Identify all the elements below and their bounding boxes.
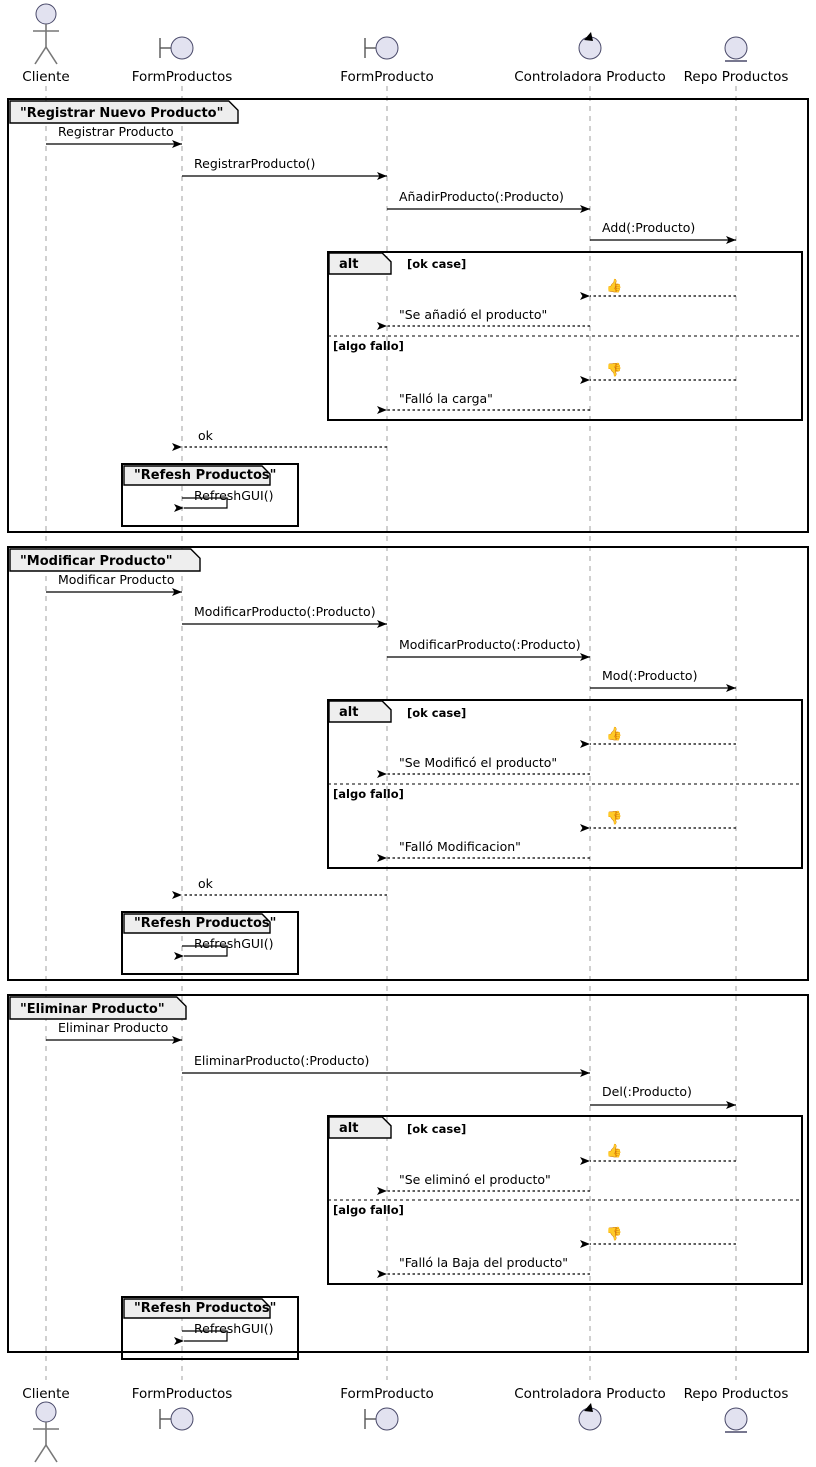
participant-label-formproducto[interactable]: FormProducto — [340, 69, 434, 85]
footer-participant-label-formproductos[interactable]: FormProductos — [132, 1386, 233, 1402]
thumbs-up-icon-group-eliminar-0: 👍 — [606, 1143, 622, 1159]
nested-tab-group-registrar: "Refesh Productos" — [123, 465, 276, 486]
self-message-arrow-group-registrar[interactable] — [174, 497, 228, 512]
nested-tab-group-eliminar: "Refesh Productos" — [123, 1298, 276, 1319]
alt-guard-group-eliminar-1: [algo fallo] — [333, 1203, 404, 1217]
message-label-group-eliminar-1: EliminarProducto(:Producto) — [194, 1053, 369, 1068]
message-label-group-eliminar-2: Del(:Producto) — [602, 1084, 692, 1099]
nested-tab-group-registrar-label: "Refesh Productos" — [134, 468, 276, 483]
alt-guard-group-modificar-0: [ok case] — [407, 706, 466, 720]
group-tab-group-eliminar: "Eliminar Producto" — [9, 996, 187, 1020]
message-label-group-modificar-0: Modificar Producto — [58, 572, 174, 587]
message-label-group-registrar-0: Registrar Producto — [58, 124, 174, 139]
alt-guard-group-registrar-1: [algo fallo] — [333, 339, 404, 353]
alt-tab-group-eliminar: alt — [328, 1116, 392, 1139]
alt-guard-group-eliminar-0: [ok case] — [407, 1122, 466, 1136]
entity-icon — [724, 1407, 748, 1433]
alt-tab-group-modificar: alt — [328, 700, 392, 723]
message-label-group-registrar-3: Add(:Producto) — [602, 220, 695, 235]
alt-return-label-group-registrar-3: "Falló la carga" — [399, 391, 493, 406]
alt-tab-group-eliminar-label: alt — [339, 1121, 358, 1136]
boundary-icon — [159, 1407, 194, 1431]
alt-return-label-group-modificar-1: "Se Modificó el producto" — [399, 755, 557, 770]
group-tab-group-registrar: "Registrar Nuevo Producto" — [9, 100, 239, 124]
nested-tab-group-modificar-label: "Refesh Productos" — [134, 916, 276, 931]
nested-tab-group-eliminar-label: "Refesh Productos" — [134, 1301, 276, 1316]
alt-return-label-group-eliminar-1: "Se eliminó el producto" — [399, 1172, 551, 1187]
alt-return-label-group-registrar-1: "Se añadió el producto" — [399, 307, 547, 322]
group-tab-group-registrar-label: "Registrar Nuevo Producto" — [20, 106, 223, 121]
participant-label-cliente[interactable]: Cliente — [22, 69, 69, 85]
group-frame-group-modificar — [7, 546, 809, 981]
message-label-group-modificar-2: ModificarProducto(:Producto) — [399, 637, 581, 652]
nested-frame-group-registrar — [121, 463, 299, 527]
message-label-group-registrar-2: AñadirProducto(:Producto) — [399, 189, 564, 204]
self-message-arrow-group-modificar[interactable] — [174, 945, 228, 960]
alt-tab-group-registrar: alt — [328, 252, 392, 275]
footer-participant-label-cliente[interactable]: Cliente — [22, 1386, 69, 1402]
control-icon — [578, 32, 602, 60]
footer-participant-label-repo[interactable]: Repo Productos — [684, 1386, 789, 1402]
thumbs-up-icon-group-modificar-0: 👍 — [606, 726, 622, 742]
entity-icon — [724, 36, 748, 62]
boundary-icon — [364, 36, 399, 60]
participant-label-formproductos[interactable]: FormProductos — [132, 69, 233, 85]
actor-icon — [33, 3, 59, 65]
group-frame-group-registrar — [7, 98, 809, 533]
thumbs-up-icon-group-registrar-0: 👍 — [606, 278, 622, 294]
ok-return-label-group-registrar: ok — [198, 428, 214, 443]
group-tab-group-modificar-label: "Modificar Producto" — [20, 554, 173, 569]
boundary-icon — [364, 1407, 399, 1431]
footer-participant-label-formproducto[interactable]: FormProducto — [340, 1386, 434, 1402]
nested-frame-group-modificar — [121, 911, 299, 975]
self-message-label-group-eliminar: RefreshGUI() — [194, 1321, 273, 1336]
thumbs-down-icon-group-registrar-2: 👎 — [606, 362, 622, 378]
participant-label-repo[interactable]: Repo Productos — [684, 69, 789, 85]
control-icon — [578, 1403, 602, 1431]
alt-tab-group-modificar-label: alt — [339, 705, 358, 720]
group-frame-group-eliminar — [7, 994, 809, 1353]
message-label-group-eliminar-0: Eliminar Producto — [58, 1020, 168, 1035]
ok-return-label-group-modificar: ok — [198, 876, 214, 891]
self-message-arrow-group-eliminar[interactable] — [174, 1330, 228, 1345]
group-tab-group-modificar: "Modificar Producto" — [9, 548, 201, 572]
message-label-group-modificar-3: Mod(:Producto) — [602, 668, 697, 683]
self-message-label-group-modificar: RefreshGUI() — [194, 936, 273, 951]
message-label-group-modificar-1: ModificarProducto(:Producto) — [194, 604, 376, 619]
nested-frame-group-eliminar — [121, 1296, 299, 1360]
alt-return-label-group-eliminar-3: "Falló la Baja del producto" — [399, 1255, 568, 1270]
footer-participant-label-controladora[interactable]: Controladora Producto — [514, 1386, 666, 1402]
alt-tab-group-registrar-label: alt — [339, 257, 358, 272]
thumbs-down-icon-group-eliminar-2: 👎 — [606, 1226, 622, 1242]
nested-tab-group-modificar: "Refesh Productos" — [123, 913, 276, 934]
group-tab-group-eliminar-label: "Eliminar Producto" — [20, 1002, 165, 1017]
message-label-group-registrar-1: RegistrarProducto() — [194, 156, 315, 171]
actor-icon — [33, 1401, 59, 1463]
participant-label-controladora[interactable]: Controladora Producto — [514, 69, 666, 85]
alt-return-label-group-modificar-3: "Falló Modificacion" — [399, 839, 521, 854]
self-message-label-group-registrar: RefreshGUI() — [194, 488, 273, 503]
thumbs-down-icon-group-modificar-2: 👎 — [606, 810, 622, 826]
boundary-icon — [159, 36, 194, 60]
alt-guard-group-modificar-1: [algo fallo] — [333, 787, 404, 801]
alt-guard-group-registrar-0: [ok case] — [407, 257, 466, 271]
